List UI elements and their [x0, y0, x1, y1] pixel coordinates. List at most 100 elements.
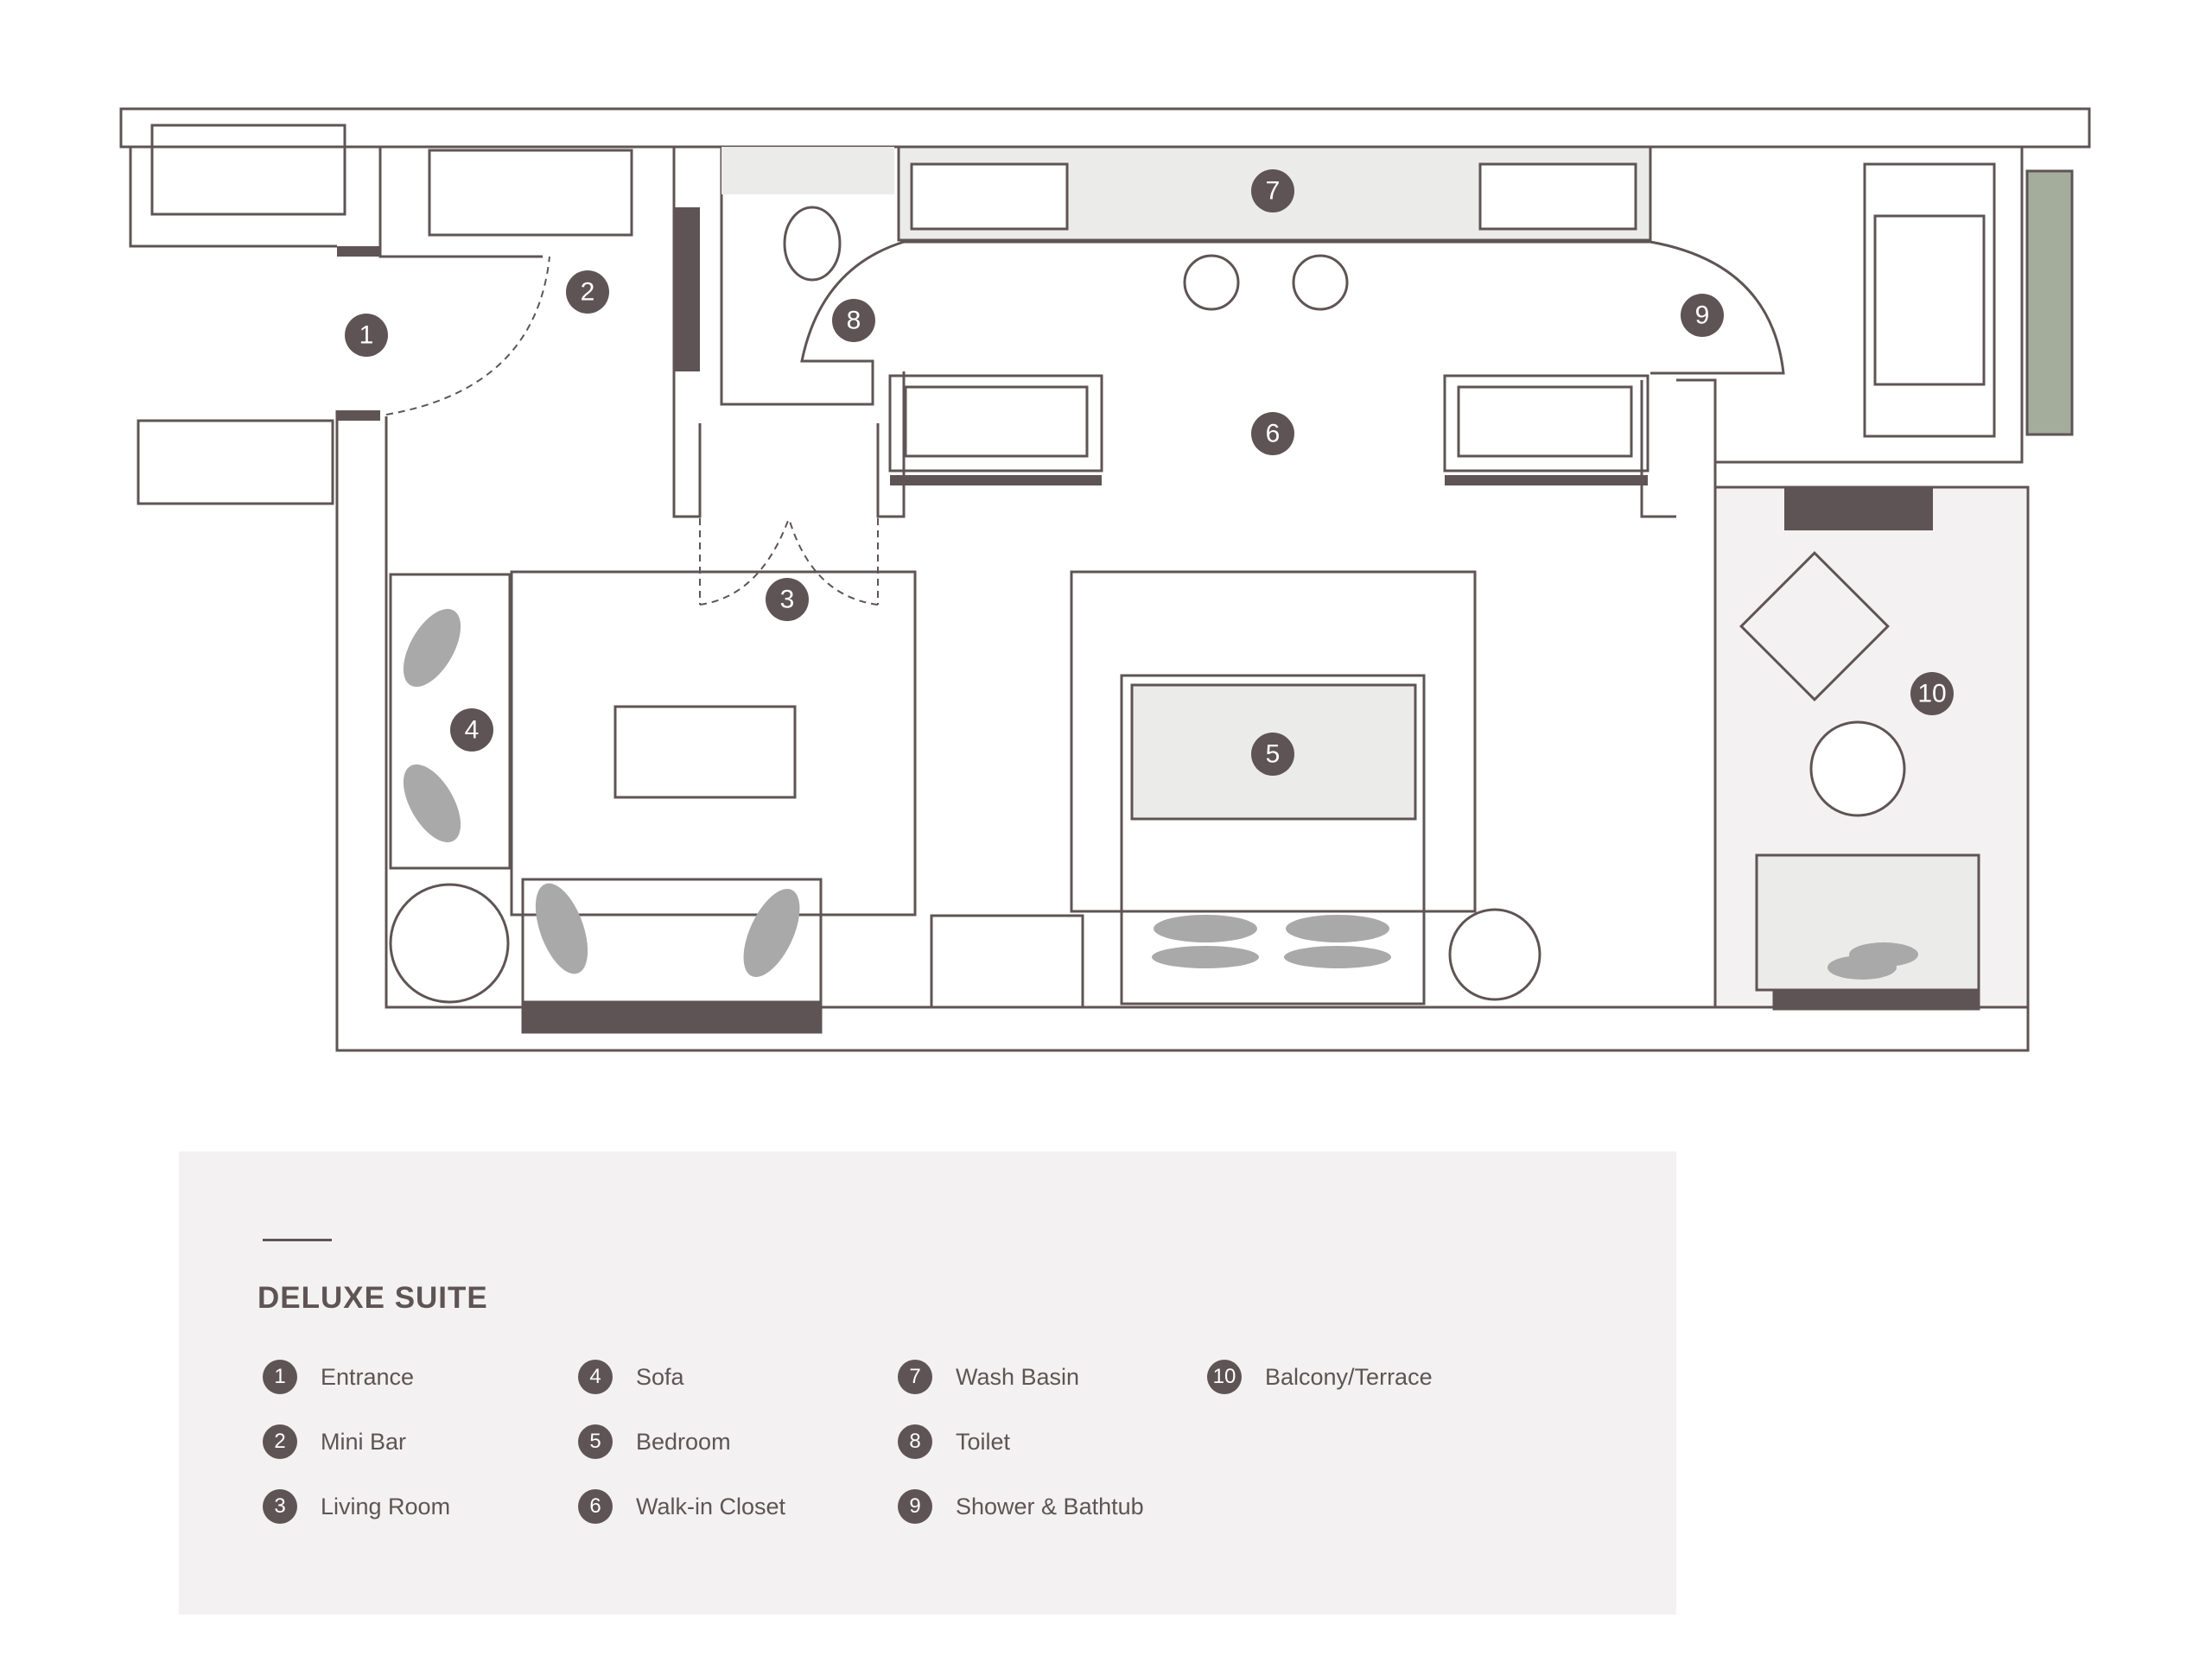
- balcony-table: [1809, 720, 1906, 817]
- legend-number-badge: 7: [898, 1360, 932, 1394]
- closet-base: [890, 475, 1102, 485]
- balcony-chair: [1739, 551, 1890, 701]
- room-marker-badge: [1910, 672, 1954, 715]
- planter: [2025, 169, 2074, 436]
- legend-number-badge: 2: [263, 1424, 297, 1459]
- legend-label: Balcony/Terrace: [1265, 1363, 1433, 1390]
- exterior-wall: [119, 107, 2091, 149]
- bedside-table: [1448, 908, 1541, 1001]
- legend-item-bedroom: 5 Bedroom: [578, 1424, 731, 1459]
- partition-wall: [1640, 380, 1676, 518]
- room-marker-number: 5: [1266, 740, 1281, 769]
- wall-segment: [337, 246, 380, 257]
- entry-cabinet: [137, 419, 334, 505]
- room-marker-number: 4: [465, 716, 480, 745]
- pillow: [1849, 942, 1918, 967]
- legend-item-shower-bathtub: 9 Shower & Bathtub: [898, 1489, 1144, 1524]
- room-marker-number: 7: [1266, 177, 1281, 206]
- room-marker-badge: [766, 578, 809, 621]
- bedroom-rug: [1070, 570, 1477, 913]
- bathtub-inner: [1873, 214, 1986, 386]
- minibar-counter: [428, 149, 633, 237]
- room-marker-badge: [832, 299, 875, 342]
- stool: [1292, 254, 1349, 311]
- entrance-door-swing: [385, 256, 550, 416]
- daybed-base: [1772, 988, 1980, 1011]
- basin-left: [910, 162, 1069, 231]
- legend-label: Wash Basin: [956, 1363, 1080, 1390]
- legend-item-entrance: 1 Entrance: [263, 1360, 414, 1394]
- legend-label: Walk-in Closet: [636, 1493, 786, 1519]
- legend-rule: [263, 1239, 332, 1241]
- legend-number-badge: 8: [898, 1424, 932, 1459]
- legend-label: Living Room: [321, 1493, 451, 1519]
- wardrobe-left-top: [150, 124, 346, 216]
- legend-label: Mini Bar: [321, 1428, 407, 1455]
- pillow: [1152, 946, 1259, 968]
- cushion: [403, 764, 461, 843]
- room-marker-badge: [1681, 294, 1724, 337]
- wall-segment: [1784, 487, 1933, 530]
- toilet-floor-tint: [721, 147, 894, 194]
- sofa-base: [521, 1000, 823, 1034]
- room-marker-number: 10: [1917, 680, 1946, 708]
- stool: [1183, 254, 1240, 311]
- cushion: [403, 608, 461, 688]
- coffee-table: [613, 705, 797, 799]
- room-markers: 1 2 3 4 5 6 7 8 9 10: [345, 169, 1954, 776]
- legend-number-badge: 1: [263, 1360, 297, 1394]
- legend-number-badge: 5: [578, 1424, 613, 1459]
- legend-item-toilet: 8 Toilet: [898, 1424, 1010, 1459]
- bath-wall: [720, 147, 1785, 406]
- legend-number-badge: 9: [898, 1489, 932, 1524]
- closet-base: [1445, 475, 1648, 485]
- room-marker-badge: [450, 708, 493, 752]
- bed: [1120, 674, 1426, 1005]
- legend-item-living-room: 3 Living Room: [263, 1489, 450, 1524]
- legend-number-badge: 3: [263, 1489, 297, 1524]
- exterior-wall: [385, 416, 2022, 1009]
- legend-label: Entrance: [321, 1363, 415, 1390]
- legend-item-sofa: 4 Sofa: [578, 1360, 684, 1394]
- room-marker-badge: [1251, 169, 1294, 213]
- legend-label: Toilet: [956, 1428, 1011, 1455]
- legend-item-walk-in-closet: 6 Walk-in Closet: [578, 1489, 785, 1524]
- floor-plan: 1 2 3 4 5 6 7 8 9 10: [119, 107, 2091, 1052]
- closet-left: [888, 374, 1103, 473]
- room-marker-number: 3: [780, 586, 795, 614]
- room-marker-number: 1: [359, 321, 374, 350]
- wall-segment: [337, 410, 380, 421]
- legend-item-balcony-terrace: 10 Balcony/Terrace: [1207, 1360, 1433, 1394]
- room-marker-badge: [566, 270, 609, 314]
- room-marker-number: 6: [1266, 420, 1281, 448]
- closet-right: [1443, 374, 1649, 473]
- partition-wall: [876, 371, 906, 518]
- closet-right-rail: [1457, 385, 1633, 458]
- wall-segment: [674, 207, 700, 371]
- closet-left-rail: [904, 385, 1089, 458]
- room-marker-badge: [1251, 733, 1294, 776]
- legend-label: Sofa: [636, 1363, 684, 1390]
- room-marker-badge: [1251, 412, 1294, 455]
- toilet-bowl: [783, 206, 842, 282]
- legend-number-badge: 6: [578, 1489, 613, 1524]
- room-marker-number: 2: [581, 278, 595, 307]
- legend-number-badge: 4: [578, 1360, 613, 1394]
- legend-panel: DELUXE SUITE 1 Entrance 2 Mini Bar 3 Liv…: [179, 1151, 1676, 1614]
- bathtub: [1863, 162, 1996, 438]
- sofa: [389, 573, 512, 870]
- living-rug: [510, 570, 917, 917]
- pillow: [1286, 915, 1389, 942]
- room-marker-number: 8: [847, 307, 861, 335]
- partition-wall: [1676, 378, 1717, 1007]
- legend-title: DELUXE SUITE: [257, 1281, 488, 1315]
- living-door-swing: [699, 517, 879, 606]
- cushion: [535, 883, 588, 974]
- side-table: [389, 883, 510, 1004]
- cushion: [743, 889, 800, 977]
- legend-number-badge: 10: [1207, 1360, 1242, 1394]
- nightstand: [930, 914, 1084, 1009]
- partition-wall: [1715, 147, 2024, 464]
- room-marker-number: 9: [1695, 301, 1710, 330]
- pillow: [1154, 915, 1257, 942]
